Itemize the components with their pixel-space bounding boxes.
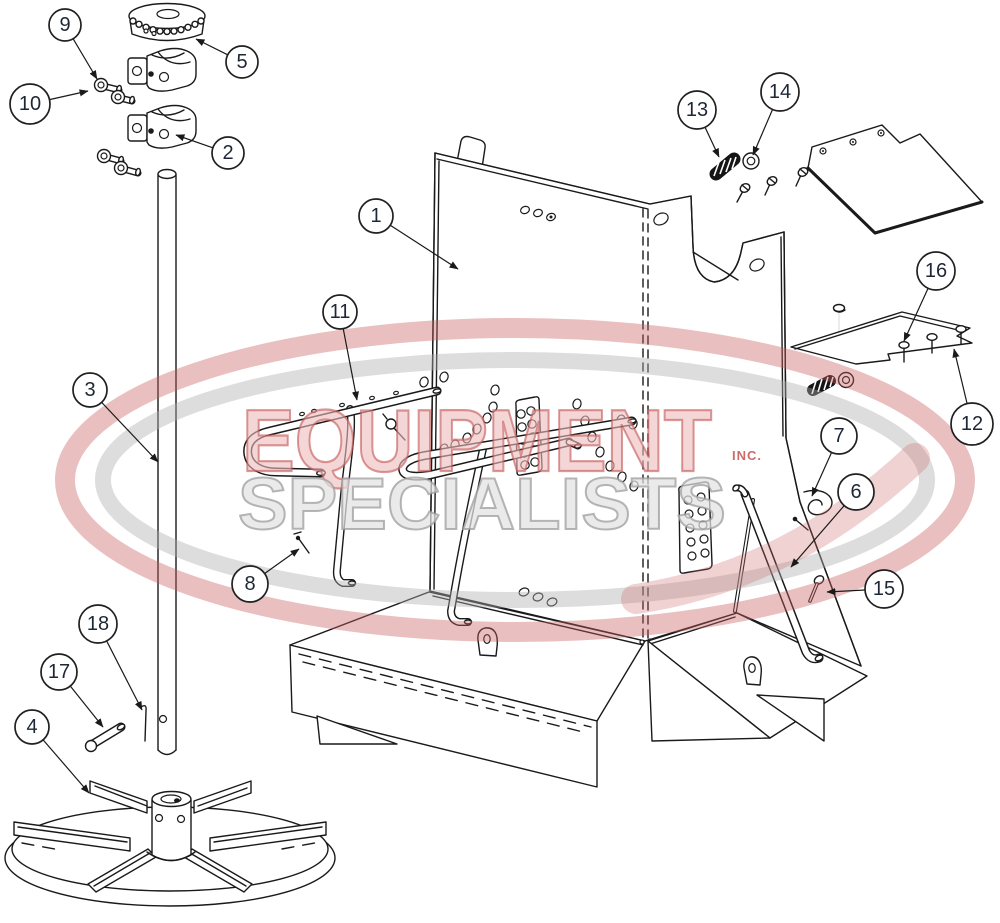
callout-circle-9: [48, 8, 82, 42]
callout-14: 14: [752, 72, 800, 156]
support-struts: [732, 484, 833, 664]
callout-leader-12: [952, 348, 968, 404]
callout-number-13: 13: [686, 99, 708, 121]
callout-circle-12: [950, 402, 994, 446]
watermark-text-inc: INC.: [732, 448, 762, 463]
callout-11: 11: [322, 294, 359, 401]
callout-number-16: 16: [925, 260, 947, 282]
callout-9: 9: [48, 8, 98, 80]
mounting-plate: [790, 303, 973, 396]
watermark-outer-ellipse: [55, 318, 975, 642]
gear-sprocket: [128, 2, 206, 42]
callout-number-2: 2: [222, 142, 233, 164]
callout-10: 10: [9, 83, 89, 125]
callout-circle-7: [820, 417, 858, 455]
callout-leader-5: [195, 38, 228, 56]
callout-leader-7: [811, 452, 833, 497]
clamp-upper-half: [127, 47, 197, 92]
callout-leader-16: [903, 288, 929, 342]
base-tray-right: [647, 612, 868, 742]
callout-2: 2: [175, 134, 245, 170]
callout-1: 1: [358, 198, 459, 270]
callout-circle-6: [837, 473, 875, 511]
callout-number-10: 10: [19, 93, 41, 115]
watermark-inner-ellipse: [95, 352, 935, 608]
callout-4: 4: [14, 709, 90, 794]
callout-12: 12: [950, 348, 994, 446]
callout-leader-8: [264, 548, 300, 575]
callout-number-11: 11: [330, 301, 351, 323]
callout-number-8: 8: [244, 573, 255, 595]
callout-number-18: 18: [87, 613, 109, 635]
callout-leader-17: [69, 685, 104, 728]
callout-number-15: 15: [873, 578, 895, 600]
callout-number-17: 17: [48, 661, 70, 683]
spring-washer-screws: [709, 152, 809, 203]
callout-number-9: 9: [59, 14, 70, 36]
callout-number-4: 4: [26, 716, 37, 738]
callout-circle-4: [14, 709, 50, 745]
callout-circle-2: [211, 136, 245, 170]
watermark-text-specialists: SPECIALISTS: [238, 464, 726, 545]
callout-number-3: 3: [84, 379, 95, 401]
handle-assembly: [243, 386, 637, 626]
callout-circle-1: [358, 198, 394, 234]
callout-leader-10: [49, 89, 89, 101]
callout-5: 5: [195, 38, 259, 79]
base-tray-left: [289, 591, 653, 788]
spinner-disc: [4, 780, 336, 907]
callout-leader-2: [175, 134, 214, 149]
clevis-pin: [84, 722, 126, 753]
callout-number-5: 5: [236, 51, 247, 73]
watermark-swoosh: [621, 443, 930, 614]
callout-leader-1: [389, 224, 459, 270]
callout-leader-15: [826, 587, 866, 596]
callout-circle-14: [760, 72, 800, 112]
callout-leader-3: [101, 401, 159, 463]
callout-leader-18: [106, 640, 143, 711]
callout-number-12: 12: [961, 413, 983, 435]
callout-3: 3: [72, 372, 159, 463]
callout-circle-3: [72, 372, 108, 408]
watermark-text-equipment: EQUIPMENT: [242, 391, 712, 490]
callout-leader-11: [342, 328, 359, 401]
callout-15: 15: [826, 569, 904, 609]
callout-circle-13: [677, 90, 717, 130]
callout-leader-6: [790, 505, 845, 568]
callout-circle-15: [864, 569, 904, 609]
callout-leader-4: [42, 739, 90, 794]
callout-8: 8: [231, 548, 300, 603]
callout-17: 17: [40, 653, 104, 728]
callout-circle-10: [9, 83, 51, 125]
callout-circle-11: [322, 294, 358, 330]
callout-circle-18: [78, 604, 118, 644]
callout-13: 13: [677, 90, 720, 158]
callout-18: 18: [78, 604, 143, 711]
callout-leader-14: [752, 109, 774, 156]
clamp-bolts: [93, 77, 142, 177]
callout-7: 7: [811, 417, 858, 497]
callout-leader-13: [704, 126, 720, 158]
clamp-lower-half: [127, 104, 197, 149]
callout-number-7: 7: [833, 425, 844, 447]
callout-number-6: 6: [850, 481, 861, 503]
cotter-pin: [140, 704, 147, 742]
callout-6: 6: [790, 473, 875, 568]
callout-circle-8: [231, 565, 269, 603]
deflector-flap-plate: [806, 124, 984, 235]
callout-circle-5: [225, 45, 259, 79]
callout-leader-9: [72, 38, 98, 80]
callout-number-14: 14: [769, 81, 791, 103]
callout-circle-17: [40, 653, 78, 691]
callout-number-1: 1: [370, 205, 381, 227]
spinner-shaft: [157, 168, 177, 756]
callout-circle-16: [916, 251, 956, 291]
hopper-panel: [419, 135, 862, 667]
callout-16: 16: [903, 251, 956, 342]
watermark-logo: EQUIPMENT SPECIALISTS INC.: [55, 318, 975, 642]
